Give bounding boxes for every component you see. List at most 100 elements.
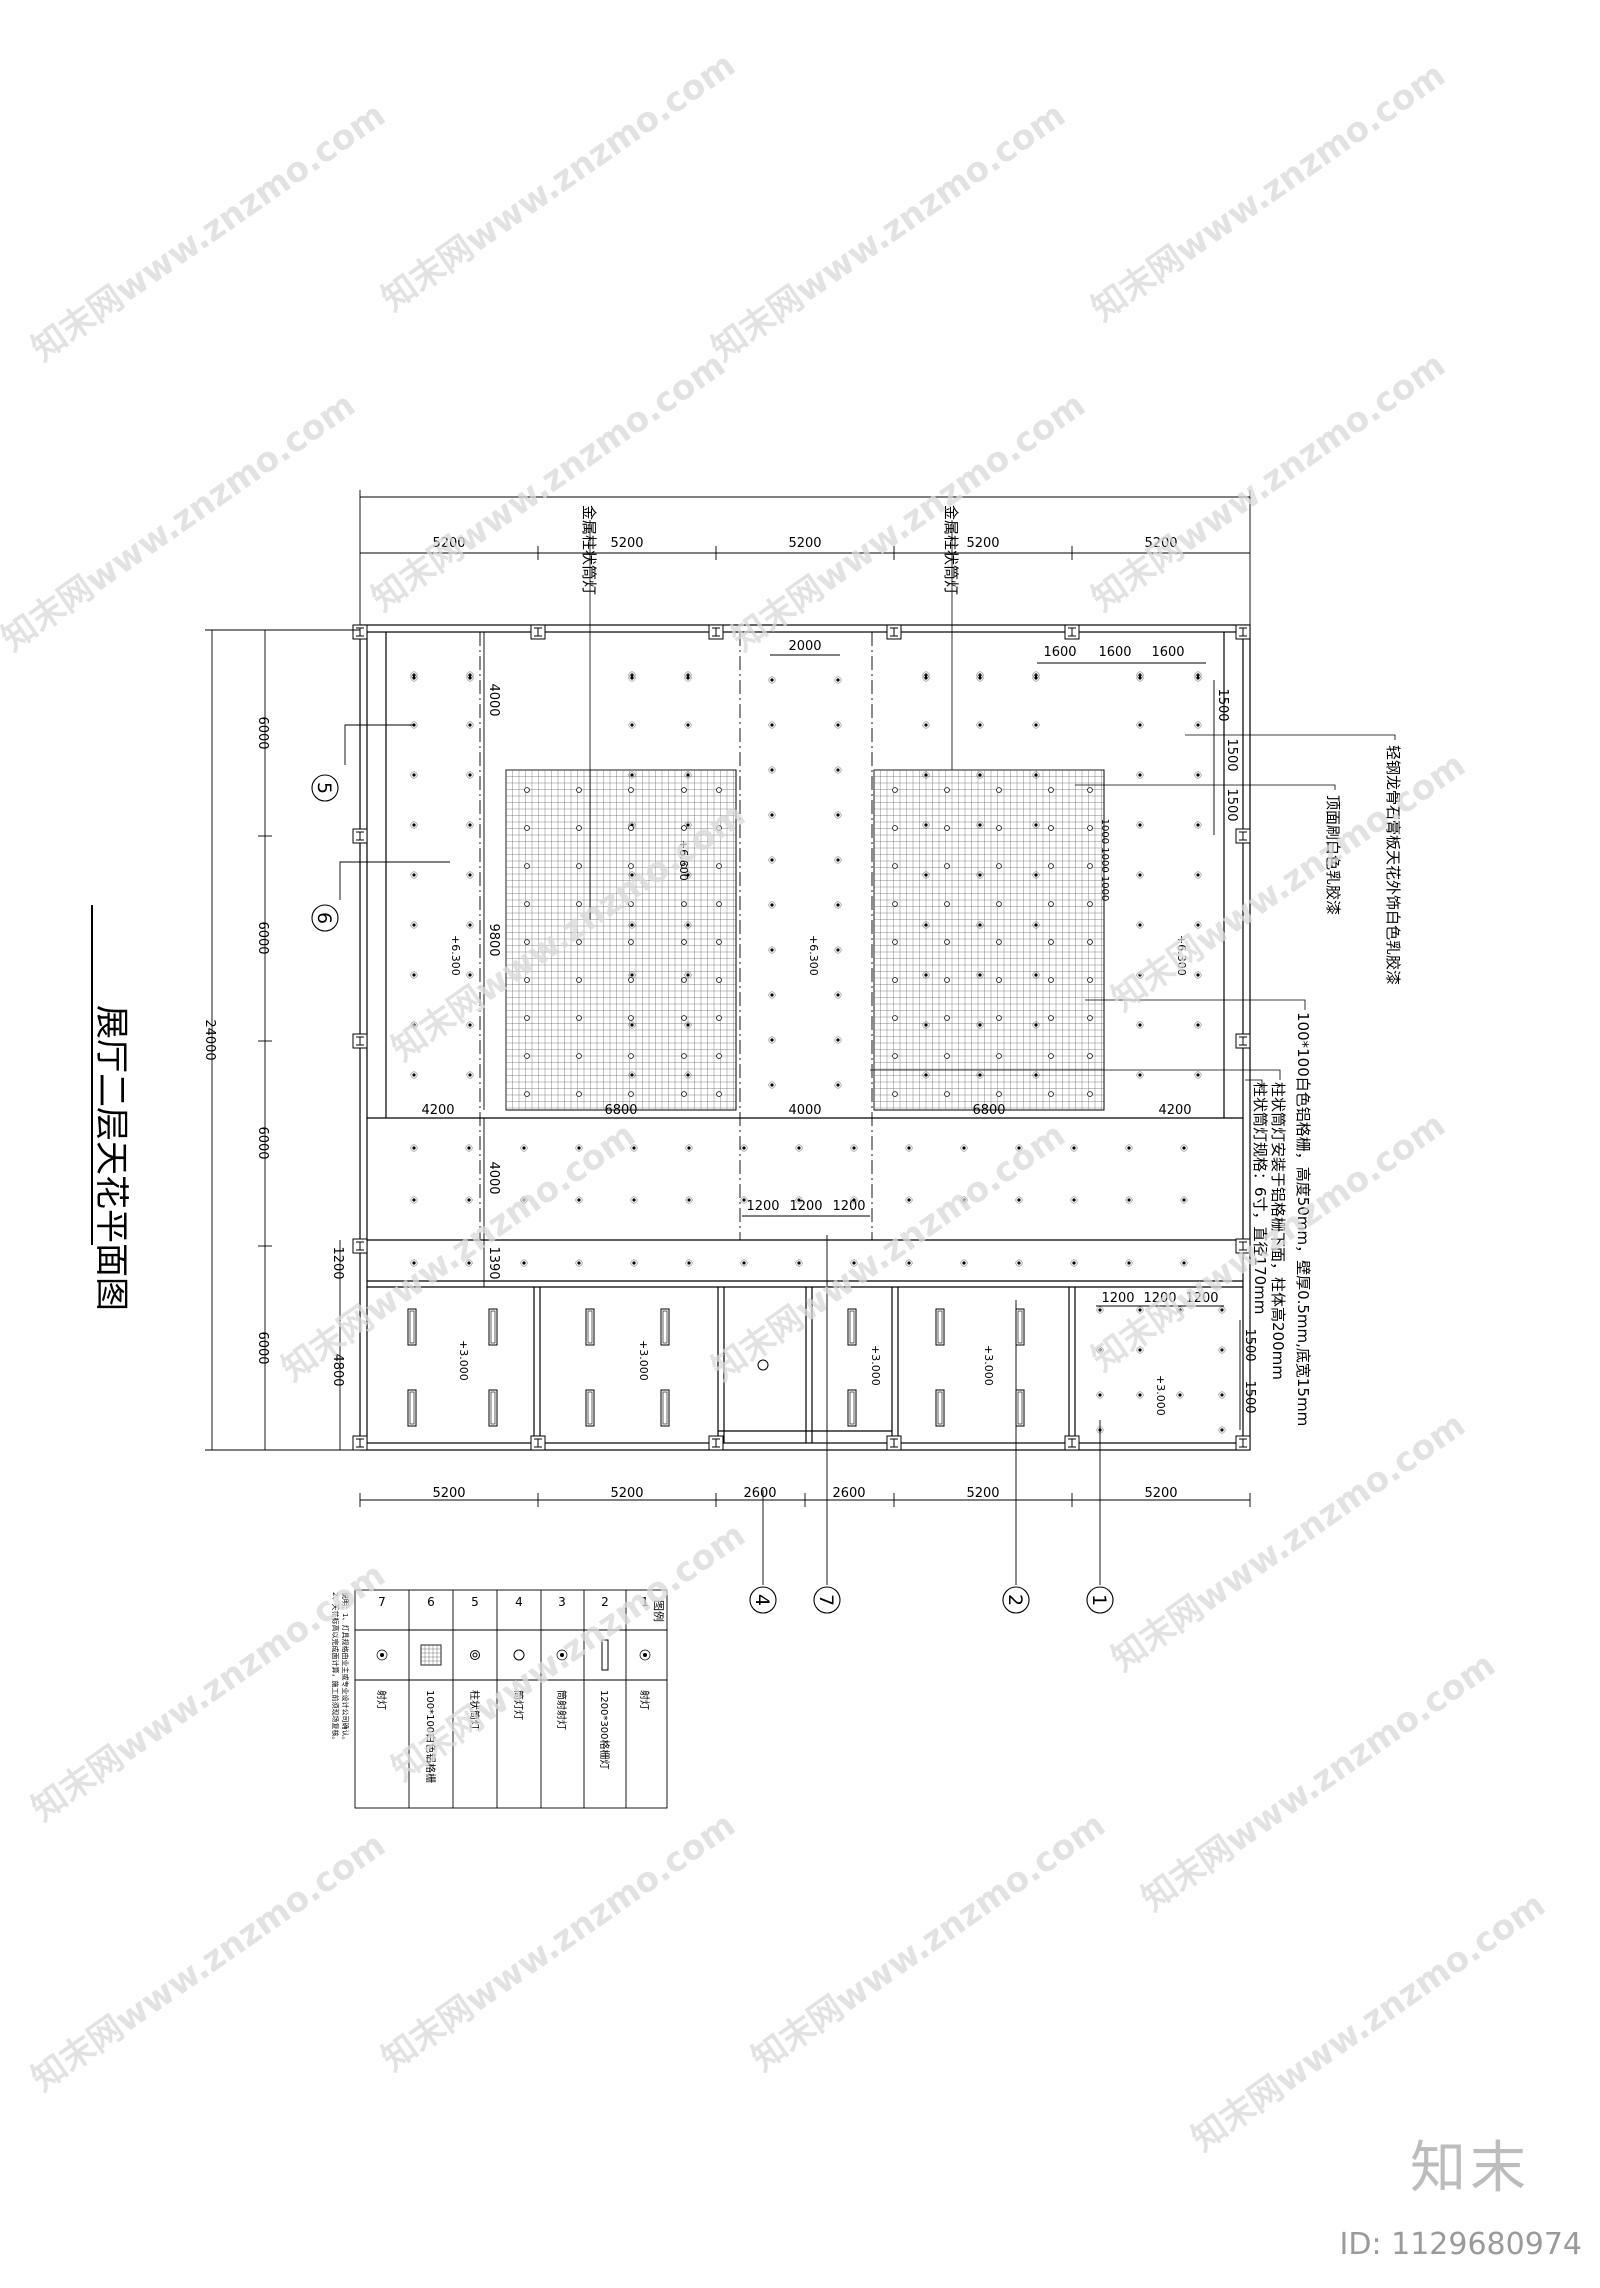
column-light-icon [576,863,582,869]
spot-light-icon [410,1196,418,1204]
dim-mid-row: 6800 [972,1103,1005,1118]
column-light-icon [892,1091,898,1097]
spot-light-icon [922,971,930,979]
axis-lines [367,632,1243,1241]
dim-right-1500-bot: 1500 [1242,1328,1257,1361]
spot-light-icon [795,1259,803,1267]
spot-light-icon [466,1021,474,1029]
column-group [352,624,1251,1451]
spot-light-icon [976,821,984,829]
spot-light-icon [1015,1196,1023,1204]
spot-light-icon [1194,871,1202,879]
level-mark: +6.600 [677,840,690,881]
spot-light-icon [685,1196,693,1204]
downlight-icon [757,1359,769,1371]
grille-light-icon [585,1308,595,1346]
level-mark: +6.300 [807,935,820,976]
spot-light-icon [684,674,692,682]
column-light-icon [1087,901,1093,907]
spot-light-icon [575,1259,583,1267]
column-light-icon [996,1053,1002,1059]
grid-ceiling-icon [420,1644,442,1666]
spot-light-icon [905,1196,913,1204]
dim-right-1200: 1200 [1143,1291,1176,1306]
column-light-icon [681,901,687,907]
column-light-icon [524,1015,530,1021]
dim-right-1200: 1200 [1101,1291,1134,1306]
dimension-labels: 5200 5200 5200 5200 5200 2000 1600 1600 … [421,536,1218,1501]
column-light-icon [944,787,950,793]
spot-light-icon [1194,921,1202,929]
dim-mid-row: 4200 [421,1103,454,1118]
spot-light-icon [628,771,636,779]
fixture-markers [339,724,1101,1585]
column-light-icon [681,787,687,793]
grille-light-icon [488,1389,498,1427]
dim-v1390: 1390 [486,1246,501,1279]
spot-light-icon [1136,971,1144,979]
column-light-icon [892,939,898,945]
column-light-icon [944,977,950,983]
column-light-icon [576,1091,582,1097]
spot-light-icon [410,971,418,979]
marker-number: 7 [815,1594,837,1606]
spot-light-icon [834,1036,842,1044]
spot-light-icon [1136,771,1144,779]
spot-light-icon [684,871,692,879]
spot-light-icon [466,971,474,979]
spot-light-icon [630,1196,638,1204]
column-light-icon [716,1015,722,1021]
marker-circle: 4 [749,1586,777,1614]
spot-light-icon [1194,971,1202,979]
spot-light-icon [922,674,930,682]
grid-ceiling-panel-left [505,769,737,1111]
dim-v4000: 4000 [486,683,501,716]
column-light-icon [892,825,898,831]
spot-light-icon [1136,821,1144,829]
legend-row-label: 柱状筒灯 [468,1690,481,1730]
column-icon [708,624,724,640]
spot-light-icon [1194,1021,1202,1029]
spot-light-icon [685,1144,693,1152]
grille-light-icon [847,1308,857,1346]
spot-light-icon [684,971,692,979]
column-light-icon [681,863,687,869]
spot-light-icon [575,1144,583,1152]
dim-grid-rotated: 1000 1000 1000 [1099,819,1110,902]
top-callouts: 金属柱状筒灯 金属柱状筒灯 [580,505,960,920]
spot-light-icon [1218,1426,1226,1434]
column-light-icon [1087,939,1093,945]
column-light-icon [576,1015,582,1021]
column-light-icon [716,977,722,983]
dim-mid-row: 6800 [604,1103,637,1118]
spot-light-icon [684,1021,692,1029]
column-light-icon [716,787,722,793]
column-icon [1235,624,1251,640]
dim-bottom-bay: 2600 [832,1486,865,1501]
column-light-icon [892,787,898,793]
column-icon [352,1238,368,1254]
column-light-icon [1087,825,1093,831]
column-icon [530,1435,546,1451]
marker-circle: 5 [311,774,339,802]
marker-circle: 7 [813,1586,841,1614]
column-light-icon [996,1091,1002,1097]
legend-row-number: 3 [558,1595,566,1609]
spot-light-icon [834,811,842,819]
dim-left-bay: 6000 [255,921,270,954]
spot-light-icon [922,871,930,879]
level-mark: +3.000 [637,1340,650,1381]
column-light-icon [944,863,950,869]
legend-table [354,1589,668,1809]
spot-light-icon [466,771,474,779]
spot-light-icon [976,971,984,979]
column-icon [530,624,546,640]
column-light-icon [892,863,898,869]
column-icon [1064,1435,1080,1451]
dim-top-inner: 1600 [1151,645,1184,660]
spot-light-icon [976,1071,984,1079]
column-light-icon [470,1650,480,1660]
spot-light-icon [960,1259,968,1267]
dim-mid-row: 4200 [1158,1103,1191,1118]
